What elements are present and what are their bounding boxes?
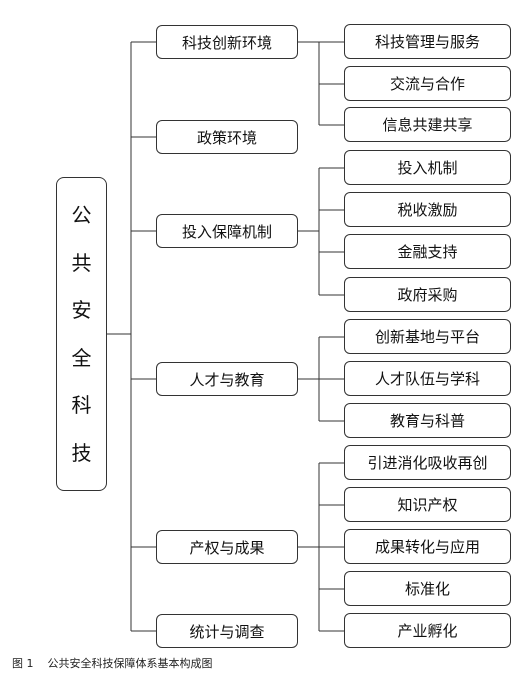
root-char: 共 (71, 250, 92, 275)
leaf-tech-management: 科技管理与服务 (344, 24, 511, 59)
leaf-innovation-base: 创新基地与平台 (344, 319, 511, 354)
figure-caption: 图 1 公共安全科技保障体系基本构成图 (12, 655, 227, 671)
root-char: 科 (71, 393, 92, 418)
leaf-intellectual-property: 知识产权 (344, 487, 511, 522)
leaf-exchange-cooperation: 交流与合作 (344, 66, 511, 101)
leaf-gov-procurement: 政府采购 (344, 277, 511, 312)
figure-caption-text: 公共安全科技保障体系基本构成图 (47, 657, 213, 670)
node-policy-env: 政策环境 (156, 120, 298, 154)
figure-number: 图 1 (12, 657, 34, 670)
node-investment-mechanism: 投入保障机制 (156, 214, 298, 248)
node-tech-innovation-env: 科技创新环境 (156, 25, 298, 59)
leaf-re-innovation: 引进消化吸收再创 (344, 445, 511, 480)
root-char: 全 (71, 345, 92, 370)
leaf-standardization: 标准化 (344, 571, 511, 606)
leaf-education-popularization: 教育与科普 (344, 403, 511, 438)
leaf-info-sharing: 信息共建共享 (344, 107, 511, 142)
root-char: 安 (71, 298, 92, 323)
root-node-public-safety-tech: 公 共 安 全 科 技 (56, 177, 107, 491)
leaf-tax-incentive: 税收激励 (344, 192, 511, 227)
node-property-results: 产权与成果 (156, 530, 298, 564)
node-talent-education: 人才与教育 (156, 362, 298, 396)
leaf-industry-incubation: 产业孵化 (344, 613, 511, 648)
root-char: 公 (71, 203, 92, 228)
root-char: 技 (71, 440, 92, 465)
leaf-financial-support: 金融支持 (344, 234, 511, 269)
leaf-talent-team: 人才队伍与学科 (344, 361, 511, 396)
leaf-investment: 投入机制 (344, 150, 511, 185)
leaf-results-transfer: 成果转化与应用 (344, 529, 511, 564)
node-statistics-survey: 统计与调查 (156, 614, 298, 648)
